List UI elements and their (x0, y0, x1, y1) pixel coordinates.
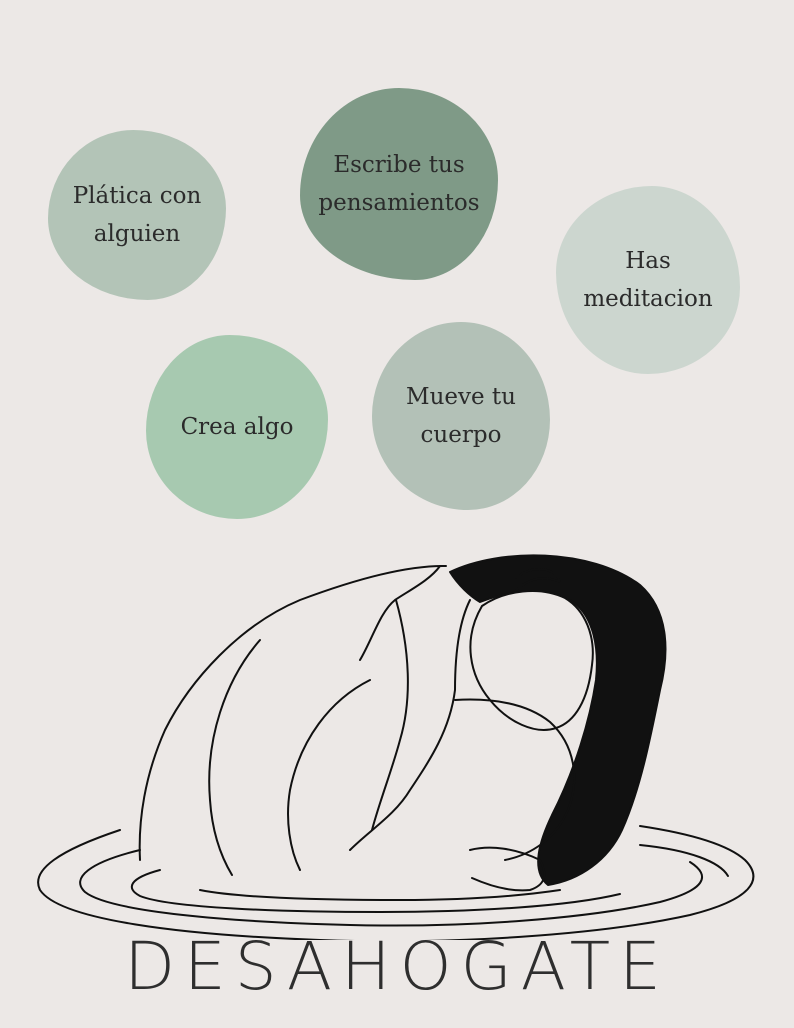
shoulder-line (359, 565, 441, 661)
page-title: DESAHOGATE (124, 928, 670, 1005)
nose-chin-line (515, 568, 561, 591)
face-shape (469, 590, 594, 731)
ripple-1 (37, 825, 755, 940)
blob-meditate: Has meditacion (556, 186, 740, 374)
blob-meditate-label: Has meditacion (583, 248, 713, 312)
ripple-4 (199, 889, 561, 901)
back-line (138, 564, 447, 861)
ripple-5 (639, 844, 729, 877)
fold-line-3 (371, 599, 409, 831)
hand-line (469, 846, 546, 892)
ripple-2 (79, 849, 703, 927)
blob-talk-label: Plática con alguien (72, 183, 202, 247)
ripple-3 (130, 869, 621, 913)
blob-move-label: Mueve tu cuerpo (406, 384, 516, 448)
woman-in-water-illustration (37, 554, 755, 940)
fold-line-1 (287, 679, 371, 871)
arm-line (349, 599, 471, 851)
blob-create-label: Crea algo (180, 414, 294, 440)
blob-write: Escribe tus pensamientos (300, 88, 498, 280)
blob-create: Crea algo (146, 335, 328, 519)
arm-inner-line (454, 698, 576, 861)
blob-talk: Plática con alguien (48, 130, 226, 300)
fold-line-2 (208, 639, 261, 876)
blob-write-label: Escribe tus pensamientos (318, 152, 480, 216)
blob-move: Mueve tu cuerpo (372, 322, 550, 510)
